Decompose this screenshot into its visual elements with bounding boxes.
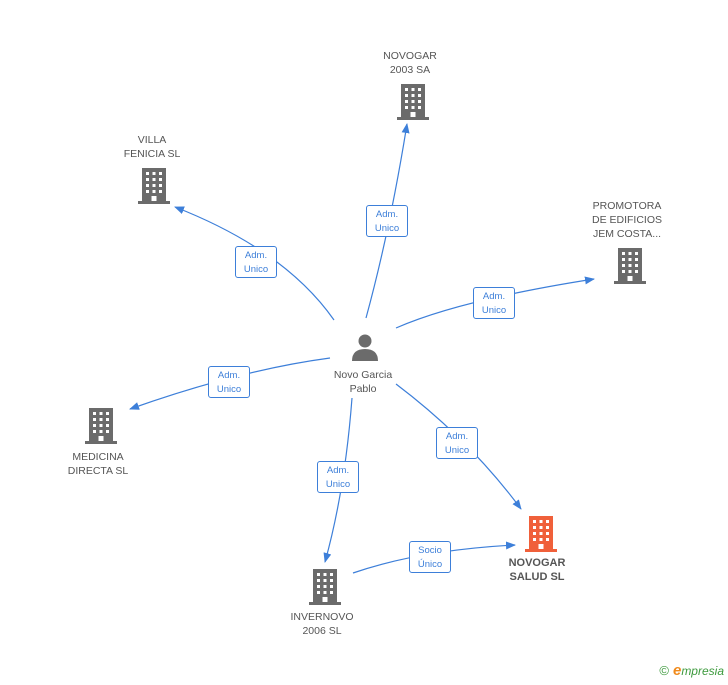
company-name-line2: FENICIA SL (123, 148, 181, 160)
company-name-line3: JEM COSTA... (592, 228, 662, 240)
relation-role: Adm. (217, 370, 241, 381)
company-label-invernovo[interactable]: INVERNOVO 2006 SL (272, 610, 372, 638)
company-label-novogar-salud[interactable]: NOVOGAR SALUD SL (487, 556, 587, 584)
relation-label-novogar-salud: Adm. Unico (436, 427, 478, 459)
relation-role: Socio (418, 545, 442, 556)
person-name-line2: Pablo (349, 383, 377, 395)
relation-role: Adm. (326, 465, 350, 476)
copyright-symbol: © (659, 663, 669, 678)
relation-role: Adm. (244, 250, 268, 261)
building-icon[interactable] (614, 248, 646, 284)
relation-label-invernovo: Adm. Unico (317, 461, 359, 493)
relation-role: Adm. (375, 209, 399, 220)
relation-type: Unico (243, 264, 269, 275)
relation-type: Unico (444, 445, 470, 456)
person-icon[interactable] (351, 333, 379, 361)
brand-logo: empresia (673, 662, 724, 679)
relation-role: Adm. (482, 291, 506, 302)
person-name-line1: Novo Garcia (333, 369, 393, 381)
relation-type: Unico (216, 384, 242, 395)
building-icon-highlighted[interactable] (525, 516, 557, 552)
relation-type: Unico (374, 223, 400, 234)
company-label-promotora[interactable]: PROMOTORA DE EDIFICIOS JEM COSTA... (577, 199, 677, 241)
relation-label-medicina: Adm. Unico (208, 366, 250, 398)
company-name-line1: MEDICINA (72, 451, 124, 463)
relation-type: Unico (325, 479, 351, 490)
relation-role: Adm. (445, 431, 469, 442)
company-name-line2: DIRECTA SL (67, 465, 129, 477)
company-name-line1: NOVOGAR (383, 50, 437, 62)
person-label[interactable]: Novo Garcia Pablo (318, 368, 408, 396)
brand-initial: e (672, 662, 682, 679)
building-icon[interactable] (85, 408, 117, 444)
relation-label-villa-fenicia: Adm. Unico (235, 246, 277, 278)
company-name-line2: 2003 SA (389, 64, 431, 76)
building-icon[interactable] (397, 84, 429, 120)
company-name-line2: 2006 SL (302, 625, 342, 637)
brand-name-rest: mpresia (681, 664, 724, 678)
company-label-novogar-2003[interactable]: NOVOGAR 2003 SA (360, 49, 460, 77)
brand-watermark: © empresia (659, 662, 724, 679)
building-icon[interactable] (309, 569, 341, 605)
relation-label-promotora: Adm. Unico (473, 287, 515, 319)
company-name-line1: PROMOTORA (592, 200, 662, 212)
relation-label-novogar-2003: Adm. Unico (366, 205, 408, 237)
relation-label-invernovo-novogar-salud: Socio Único (409, 541, 451, 573)
relation-type: Unico (481, 305, 507, 316)
relation-type: Único (417, 559, 443, 570)
company-name-line1: NOVOGAR (508, 557, 566, 569)
building-icon[interactable] (138, 168, 170, 204)
company-label-medicina[interactable]: MEDICINA DIRECTA SL (48, 450, 148, 478)
company-name-line1: VILLA (137, 134, 167, 146)
company-name-line1: INVERNOVO (290, 611, 354, 623)
company-label-villa-fenicia[interactable]: VILLA FENICIA SL (102, 133, 202, 161)
company-name-line2: DE EDIFICIOS (591, 214, 662, 226)
company-name-line2: SALUD SL (509, 571, 565, 583)
